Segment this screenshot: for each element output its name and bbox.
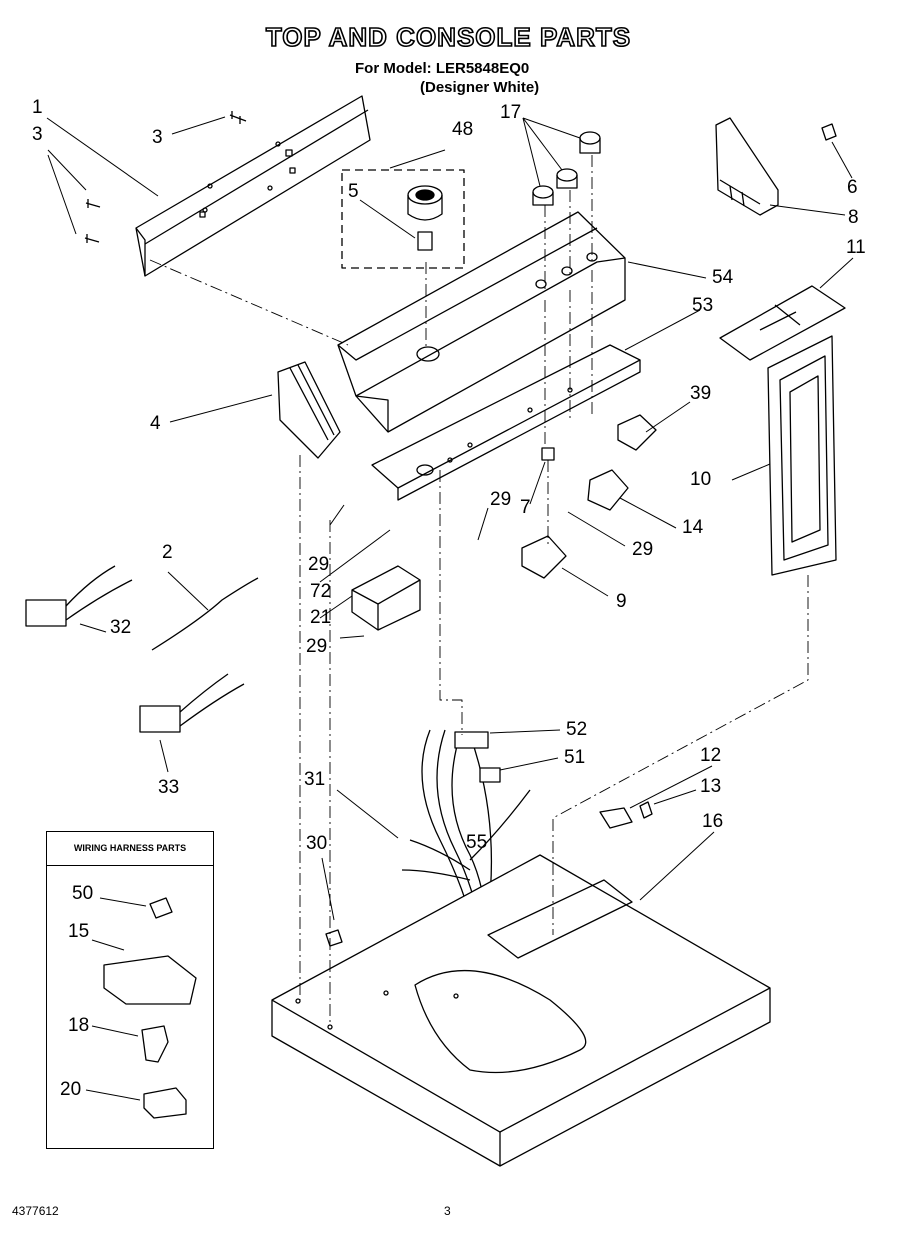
harness-part-32 [25,565,133,627]
model-line: For Model: LER5848EQ0 [355,60,530,77]
screw-part-13 [639,801,653,819]
endcap-part-8 [715,117,837,216]
callout-52: 52 [566,719,588,740]
bracket-part-53 [371,344,641,501]
callout-72: 72 [310,581,332,602]
cover-part-11 [719,285,846,361]
rear-bracket-part [135,95,371,277]
callout-30: 30 [306,833,328,854]
console-panel-part-54 [337,211,626,433]
page-number: 3 [444,1204,451,1218]
model-variant: (Designer White) [420,79,540,96]
top-panel-part-16 [271,854,771,1167]
callout-14: 14 [682,517,704,538]
callout-10: 10 [690,469,712,490]
callout-17: 17 [500,102,522,123]
callout-3: 3 [152,127,163,148]
callout-13: 13 [700,776,722,797]
frame-part-10 [767,335,837,576]
callout-55: 55 [466,832,488,853]
callout-31: 31 [304,769,326,790]
callout-21: 21 [310,607,332,628]
callout-51: 51 [564,747,586,768]
callout-33: 33 [158,777,180,798]
clip-part-30 [325,929,343,947]
switch-part-39 [617,414,657,451]
callout-29: 29 [632,539,654,560]
callout-6: 6 [847,177,858,198]
harness-part-33 [139,673,245,733]
wiring-harness-title: WIRING HARNESS PARTS [47,832,213,866]
endcap-part-4 [277,361,341,459]
wiring-harness-parts-panel: WIRING HARNESS PARTS [46,831,214,1149]
harness-callout-20: 20 [60,1079,82,1100]
callout-16: 16 [702,811,724,832]
main-wiring-harness [401,729,531,916]
callout-53: 53 [692,295,714,316]
callout-29: 29 [308,554,330,575]
knob-part-17 [532,131,601,206]
timer-part-21 [351,565,421,631]
callout-48: 48 [452,119,474,140]
callout-39: 39 [690,383,712,404]
knob-assembly-box [341,169,465,269]
harness-callout-18: 18 [68,1015,90,1036]
clip-part-12 [599,807,633,829]
harness-callout-15: 15 [68,921,90,942]
callout-9: 9 [616,591,627,612]
callout-29: 29 [490,489,512,510]
callout-32: 32 [110,617,132,638]
callout-4: 4 [150,413,161,434]
callout-11: 11 [846,237,866,258]
screw-part-3 [84,111,247,243]
harness-callout-50: 50 [72,883,94,904]
callout-12: 12 [700,745,722,766]
callout-54: 54 [712,267,734,288]
callout-1: 1 [32,97,43,118]
callout-5: 5 [348,181,359,202]
clip-part-7 [541,447,555,461]
callout-7: 7 [520,497,531,518]
wiring-harness-parts-illustrations [103,897,197,1119]
document-number: 4377612 [12,1204,59,1218]
knob-part-5 [407,185,443,251]
callout-29: 29 [306,636,328,657]
assembly-guide-lines [149,155,809,1025]
harness-part-2 [151,577,259,651]
switch-part-9 [521,535,567,579]
callout-leaders [46,116,854,921]
callout-3: 3 [32,124,43,145]
switch-part-14 [587,469,629,511]
callout-8: 8 [848,207,859,228]
wh-leaders [85,897,147,1101]
page-title: TOP AND CONSOLE PARTS [265,21,632,53]
callout-2: 2 [162,542,173,563]
